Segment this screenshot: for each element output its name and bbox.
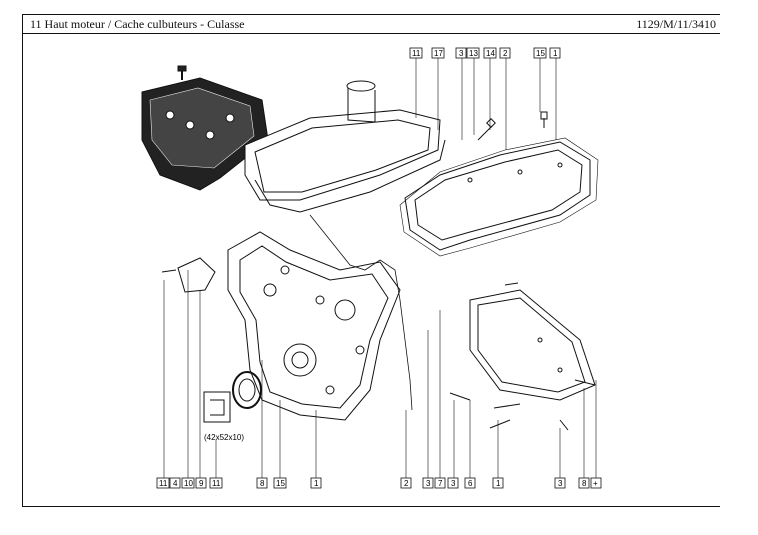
callout-top-3: 13 — [469, 49, 478, 58]
callout-top-6: 15 — [536, 49, 545, 58]
callout-bottom-14: 3 — [558, 479, 563, 488]
top-callouts: 11 17 3 13 14 2 15 1 — [409, 47, 561, 59]
top-leader-lines — [415, 58, 557, 150]
cover-plate-part — [469, 289, 596, 401]
callout-bottom-9: 3 — [426, 479, 431, 488]
callout-bottom-15: 8 — [582, 479, 587, 488]
frame-bottom-border — [22, 506, 720, 507]
callout-bottom-4: 11 — [212, 479, 221, 488]
callout-bottom-12: 6 — [468, 479, 473, 488]
callout-bottom-11: 3 — [451, 479, 456, 488]
bolts-group — [161, 269, 596, 431]
callout-bottom-7: 1 — [314, 479, 319, 488]
bolt-top-right — [540, 111, 548, 128]
page-title: 11 Haut moteur / Cache culbuteurs - Cula… — [30, 17, 245, 31]
callout-bottom-1: 4 — [173, 479, 178, 488]
callout-bottom-10: 7 — [438, 479, 443, 488]
callout-top-4: 14 — [486, 49, 495, 58]
callout-bottom-8: 2 — [404, 479, 409, 488]
rocker-cover-right-part — [399, 137, 599, 257]
document-code: 1129/M/11/3410 — [636, 17, 716, 31]
page-header: 11 Haut moteur / Cache culbuteurs - Cula… — [22, 14, 720, 34]
engine-block-part — [227, 231, 401, 421]
callout-top-1: 17 — [434, 49, 443, 58]
callout-bottom-5: 8 — [260, 479, 265, 488]
callout-bottom-16: + — [593, 479, 598, 488]
bottom-callouts: 11 4 10 9 11 8 15 1 2 3 7 3 6 1 3 8 + — [156, 477, 602, 489]
callout-bottom-6: 15 — [276, 479, 285, 488]
seal-detail-inset — [203, 391, 231, 423]
gasket-strip-part — [309, 214, 413, 411]
cylinder-head-part — [141, 65, 269, 191]
callout-top-2: 3 — [459, 49, 464, 58]
callout-top-5: 2 — [503, 49, 508, 58]
bolt-top-left — [477, 118, 496, 141]
rocker-cover-left-part — [244, 80, 446, 213]
callout-bottom-0: 11 — [159, 479, 168, 488]
dimension-note: (42x52x10) — [204, 433, 244, 442]
callout-bottom-3: 9 — [199, 479, 204, 488]
frame-left-border — [22, 14, 23, 506]
bottom-leader-lines — [163, 270, 597, 478]
callout-top-0: 11 — [412, 49, 421, 58]
callout-bottom-13: 1 — [496, 479, 501, 488]
small-gasket-part — [177, 257, 216, 293]
callout-top-7: 1 — [553, 49, 558, 58]
callout-bottom-2: 10 — [184, 479, 193, 488]
seal-ring-part — [232, 371, 262, 409]
